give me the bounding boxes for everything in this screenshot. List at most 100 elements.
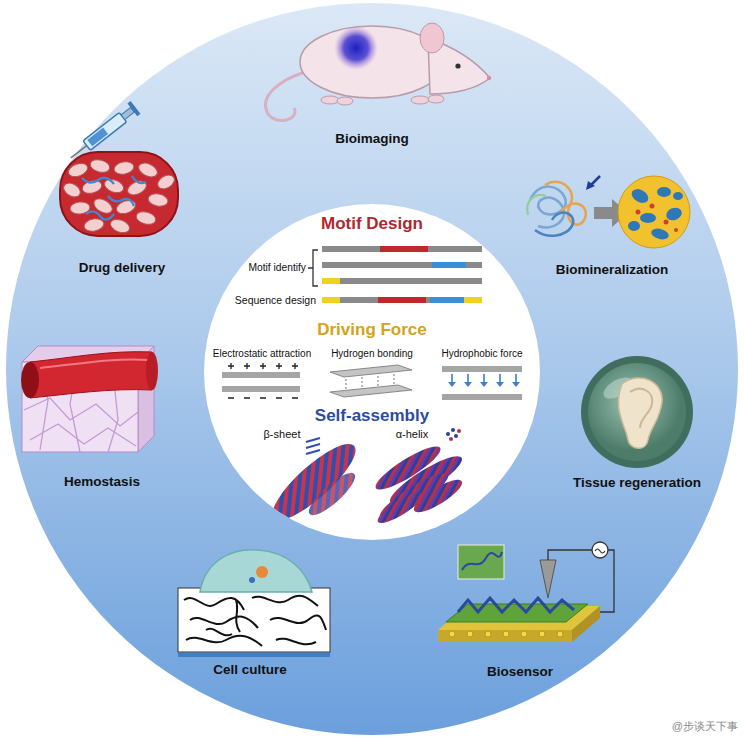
cell-culture-illustration-part [178,653,330,657]
circle-fill [204,204,540,540]
mouse-illustration-part [334,26,378,70]
motif-bars-part [464,297,482,303]
cell-culture-illustration-part [184,596,326,646]
drug-delivery-illustration-part-part [113,160,135,175]
cell-culture-illustration-part [200,550,312,592]
biosensor-illustration-part-part [539,631,545,637]
fibre-illustrations-part-part [446,432,450,436]
biomineralization-illustration-part [636,204,679,233]
petri-dish-illustration-part [581,356,693,468]
hydrophobic-icon-part [448,374,520,387]
drug-delivery-illustration-part-part [155,172,177,191]
biosensor-illustration-part-part [521,631,527,637]
biosensor-illustration-part [540,560,556,598]
hydrophobic-icon-part [442,394,522,400]
biomineralization-illustration-part [535,213,573,236]
biomineralization-illustration-part-part [636,210,641,215]
drug-delivery-illustration-part-part [83,112,127,150]
hydrophobic-icon-part-part [512,382,520,387]
biomineralization-illustration [527,176,690,248]
fibre-illustrations-part-part [457,429,461,433]
hydrogen-bonding-icon-part [330,365,412,377]
drug-delivery-illustration-part [61,158,177,235]
motif-bars-part [322,297,340,303]
fibre-illustrations-part [371,440,445,496]
petri-dish-illustration-part [618,378,662,448]
mouse-illustration-part [266,72,305,121]
fibre-illustrations-part [446,428,461,441]
mouse-illustration-part [321,96,339,104]
biosensor-illustration-part [449,631,563,637]
drug-delivery-illustration-part-part [135,210,157,227]
biomineralization-illustration-part [530,187,566,228]
drug-delivery-illustration-part [60,152,178,236]
application-label: Biosensor [487,664,553,680]
fibre-illustrations-part [385,449,467,510]
biomineralization-illustration-part-part [664,206,683,223]
biosensor-illustration-part-part [557,631,563,637]
row-label: Sequence design [235,294,316,306]
section-heading: Motif Design [321,214,423,234]
circle-outline [202,202,542,542]
fibre-illustrations-part [375,467,452,525]
mouse-illustration-part [455,63,460,68]
fibre-illustrations [263,428,467,530]
biomineralization-illustration-part-part [657,187,671,197]
application-label: Tissue regeneration [573,475,701,491]
drug-delivery-illustration [60,101,178,236]
drug-delivery-illustration-part-part [103,177,126,195]
structure-label: β-sheet [264,428,301,441]
motif-bars-part [322,246,482,252]
hemostasis-illustration-part [40,360,148,368]
motif-bars-part [378,297,426,303]
fibre-illustrations-part-part [454,434,458,438]
drug-delivery-illustration-part [66,101,140,164]
drug-delivery-illustration-part-part [83,217,105,232]
application-label: Cell culture [213,662,287,678]
hydrophobic-icon-part-part [480,382,488,387]
drug-delivery-illustration-part [82,176,146,220]
hemostasis-illustration [21,346,158,452]
hydrophobic-icon-part-part [515,374,517,382]
mouse-illustration-part [420,23,444,53]
center-circle: Motif DesignMotif identifySequence desig… [202,202,542,542]
hydrogen-bonding-icon-part [346,374,394,389]
motif-bars-part [308,250,318,286]
section-heading: Self-assembly [315,406,429,426]
biosensor-illustration-part-part [449,631,455,637]
application-label: Biomineralization [556,262,669,278]
biomineralization-illustration-part-part [674,228,678,232]
drug-delivery-illustration-part-part [67,161,90,179]
petri-dish-illustration-part [588,363,686,461]
application-label: Drug delivery [79,260,165,276]
motif-bars-part [322,278,482,284]
section-heading: Driving Force [317,320,427,340]
cell-culture-illustration [178,550,330,655]
biomineralization-illustration-part [628,186,684,241]
hemostasis-illustration-part [21,362,39,398]
drug-delivery-illustration-part-part [89,158,111,175]
biosensor-illustration-part [458,545,504,579]
biosensor-illustration-part [600,550,614,612]
cell-culture-illustration-part [249,577,255,583]
fibre-illustrations-part [410,474,466,517]
hydrophobic-icon-part-part [448,382,456,387]
mouse-illustration-part [337,97,353,105]
fibre-illustrations-part [304,467,361,521]
mouse-illustration-part [487,76,491,80]
electrostatic-icon-part [222,372,300,378]
biomineralization-illustration-part-part [650,204,655,209]
hydrophobic-icon-part-part [499,374,501,382]
hydrophobic-icon-part [442,366,522,372]
hemostasis-illustration-part [146,352,158,390]
electrostatic-icon-part [228,363,298,369]
motif-bars-part [322,278,340,284]
row-label: Motif identify [248,262,306,274]
biosensor-illustration-part-part [467,631,473,637]
petri-dish-illustration-part [630,389,652,428]
motif-bars-part [322,262,482,268]
mouse-illustration [266,23,492,121]
hemostasis-illustration-part [30,352,152,398]
biosensor-illustration-part-part [485,631,491,637]
motif-bars-part [380,246,428,252]
